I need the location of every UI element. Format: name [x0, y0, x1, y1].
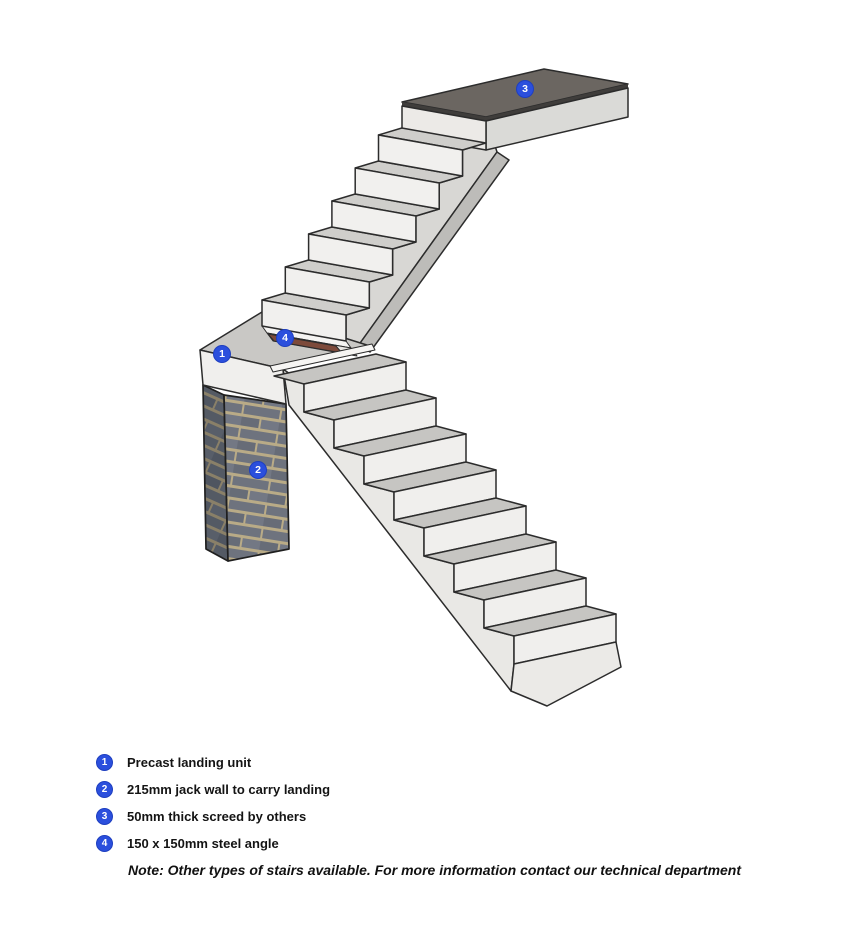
upper-flight-riser: [307, 233, 394, 276]
top-landing: [401, 68, 629, 151]
jack-wall: [202, 384, 290, 562]
upper-flight-riser: [354, 167, 440, 210]
upper-flight-riser: [331, 200, 417, 243]
landing-front: [199, 343, 376, 405]
screed-edge-left: [402, 102, 486, 121]
callout-3-screed-badge: 3: [516, 80, 534, 98]
callout-4-steel-angle-badge: 4: [276, 329, 294, 347]
callout-1-landing-badge: 1: [213, 345, 231, 363]
lower-flight-end: [510, 641, 622, 707]
lower-flight: [273, 353, 617, 665]
upper-flight-riser: [377, 134, 464, 177]
callout-2-jack-wall-badge: 2: [249, 461, 267, 479]
upper-flight-soffit-edge: [357, 151, 510, 353]
landing-stepdown-edge: [269, 343, 376, 373]
upper-flight-riser: [284, 266, 371, 309]
lower-flight-end-face: [510, 641, 622, 707]
upper-flight: [261, 127, 487, 342]
landing-front-face: [199, 349, 287, 405]
upper-flight-riser: [261, 299, 347, 342]
screed-edge-right: [486, 84, 628, 121]
